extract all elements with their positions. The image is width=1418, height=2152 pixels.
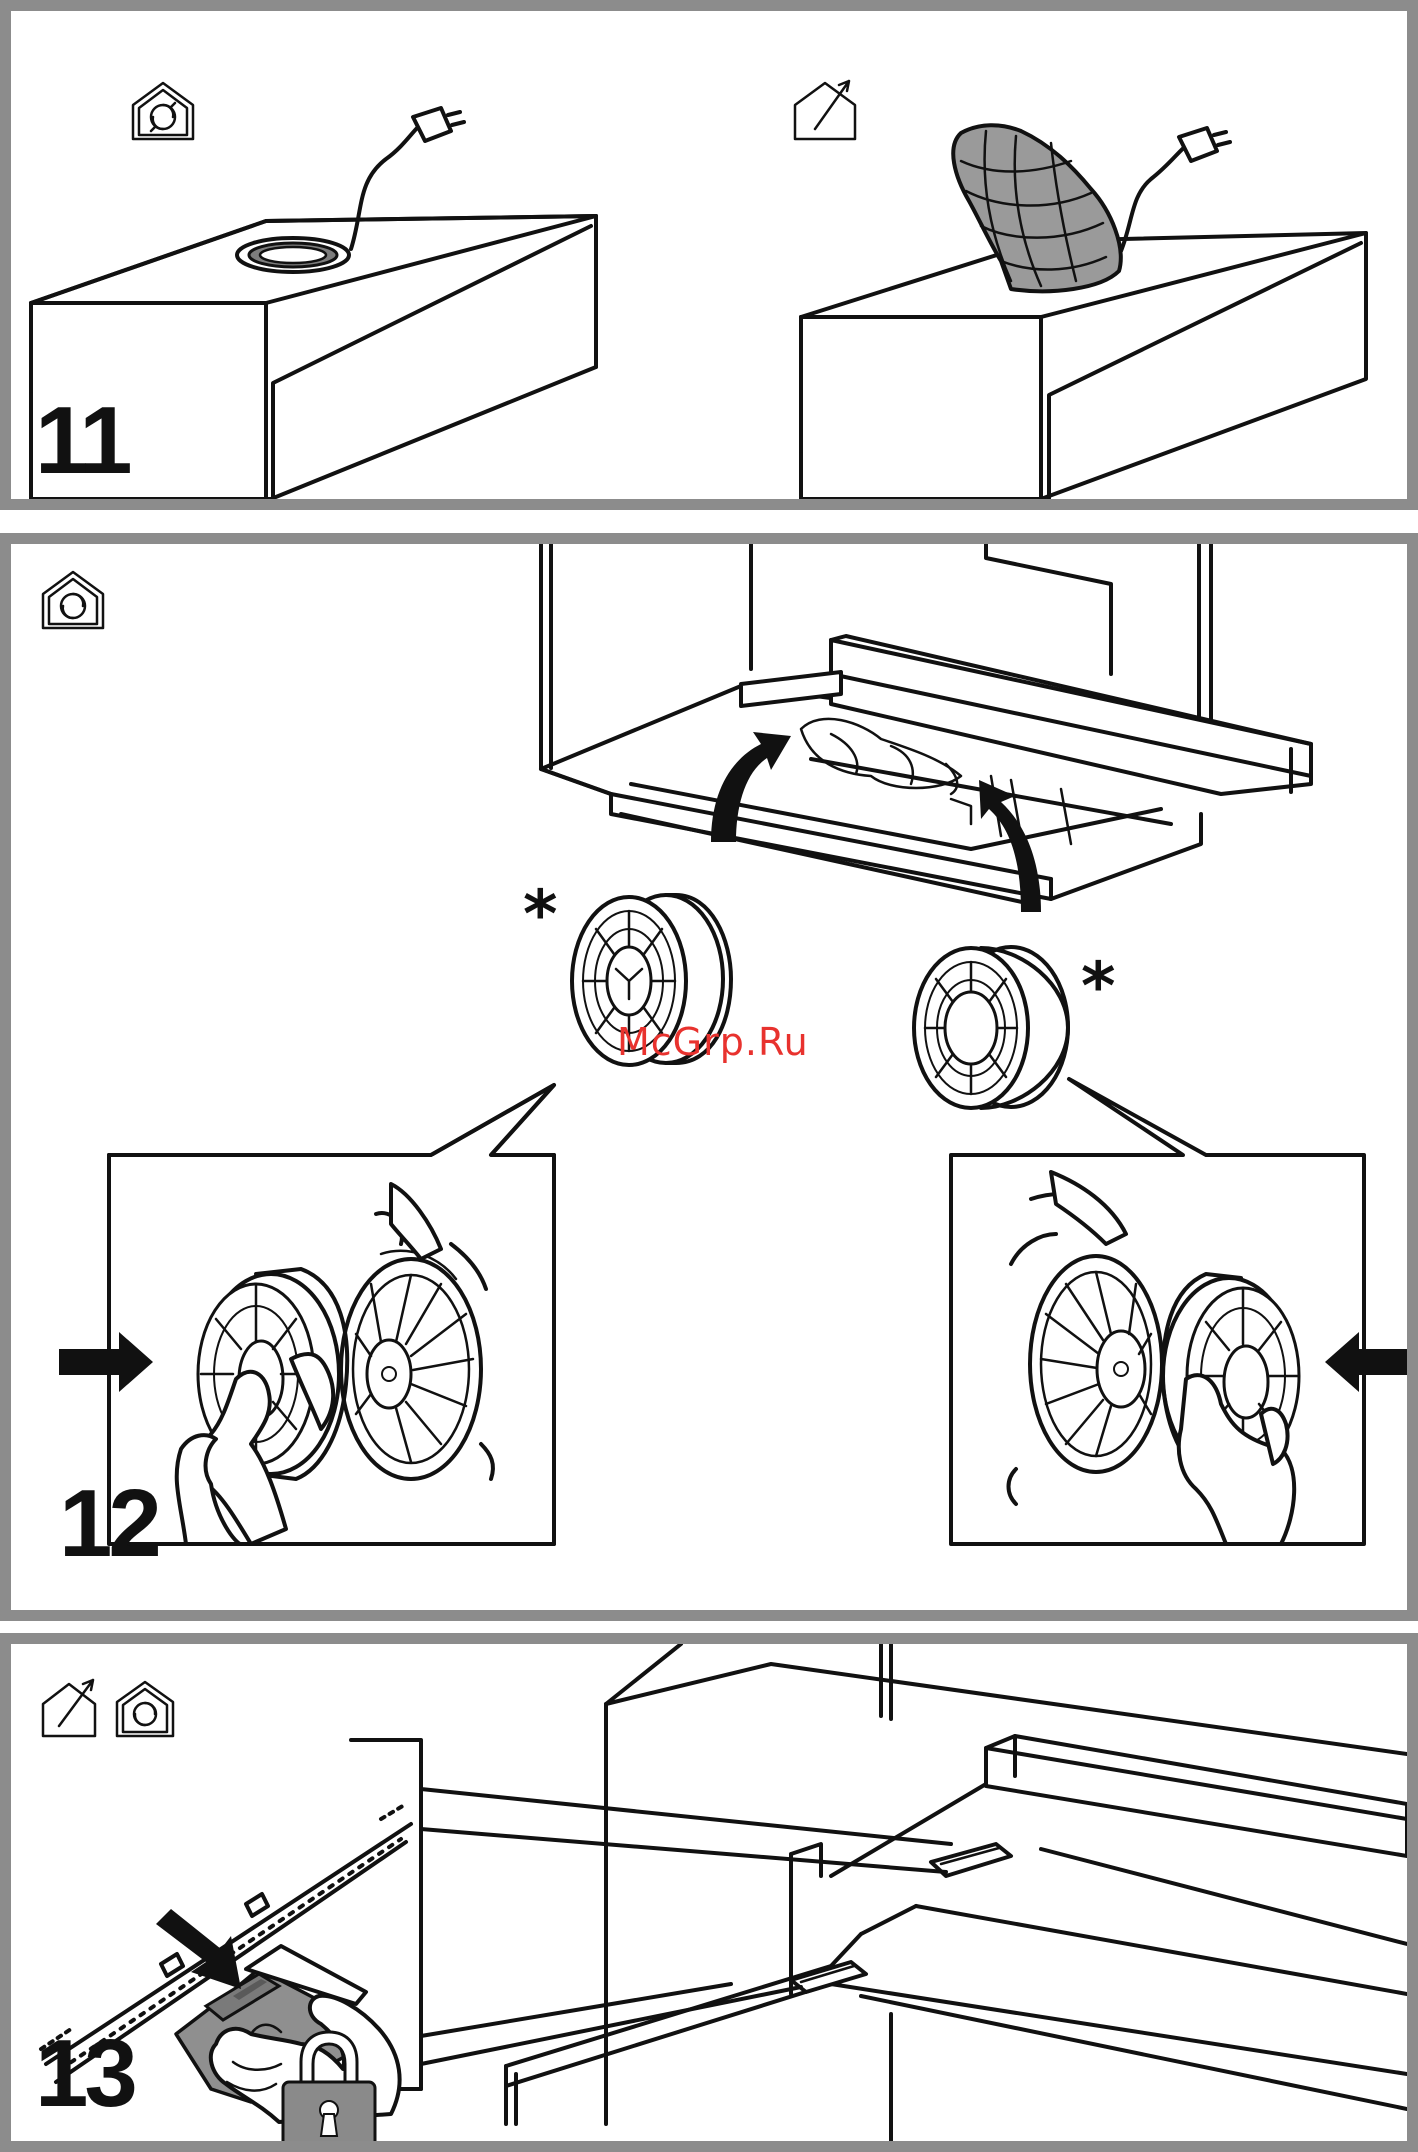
hood-with-filter-clips <box>346 1644 1407 2141</box>
step-12-panel: 12 * * McGrp.Ru <box>0 533 1418 1621</box>
extraction-mode-icon <box>43 1680 95 1736</box>
step-number-11: 11 <box>35 393 128 489</box>
step-11-illustration <box>11 11 1407 499</box>
asterisk-left-filter: * <box>523 882 558 948</box>
extraction-mode-icon <box>795 81 855 139</box>
hood-underside-view <box>541 544 1311 912</box>
recirculation-mode-icon <box>43 572 103 628</box>
step-number-12: 12 <box>59 1476 158 1572</box>
step-number-13: 13 <box>35 2026 134 2122</box>
step-12-illustration <box>11 544 1407 1610</box>
recirculation-mode-icon <box>133 83 193 139</box>
hood-extraction-top-view <box>801 125 1366 499</box>
carbon-filter-right <box>914 947 1068 1108</box>
asterisk-right-filter: * <box>1081 954 1116 1020</box>
callout-right-detail <box>951 1079 1407 1544</box>
watermark-text: McGrp.Ru <box>617 1020 809 1064</box>
recirculation-mode-icon <box>117 1682 173 1736</box>
step-13-panel: 13 <box>0 1633 1418 2152</box>
step-11-panel: 11 <box>0 0 1418 510</box>
step-13-illustration <box>11 1644 1407 2141</box>
